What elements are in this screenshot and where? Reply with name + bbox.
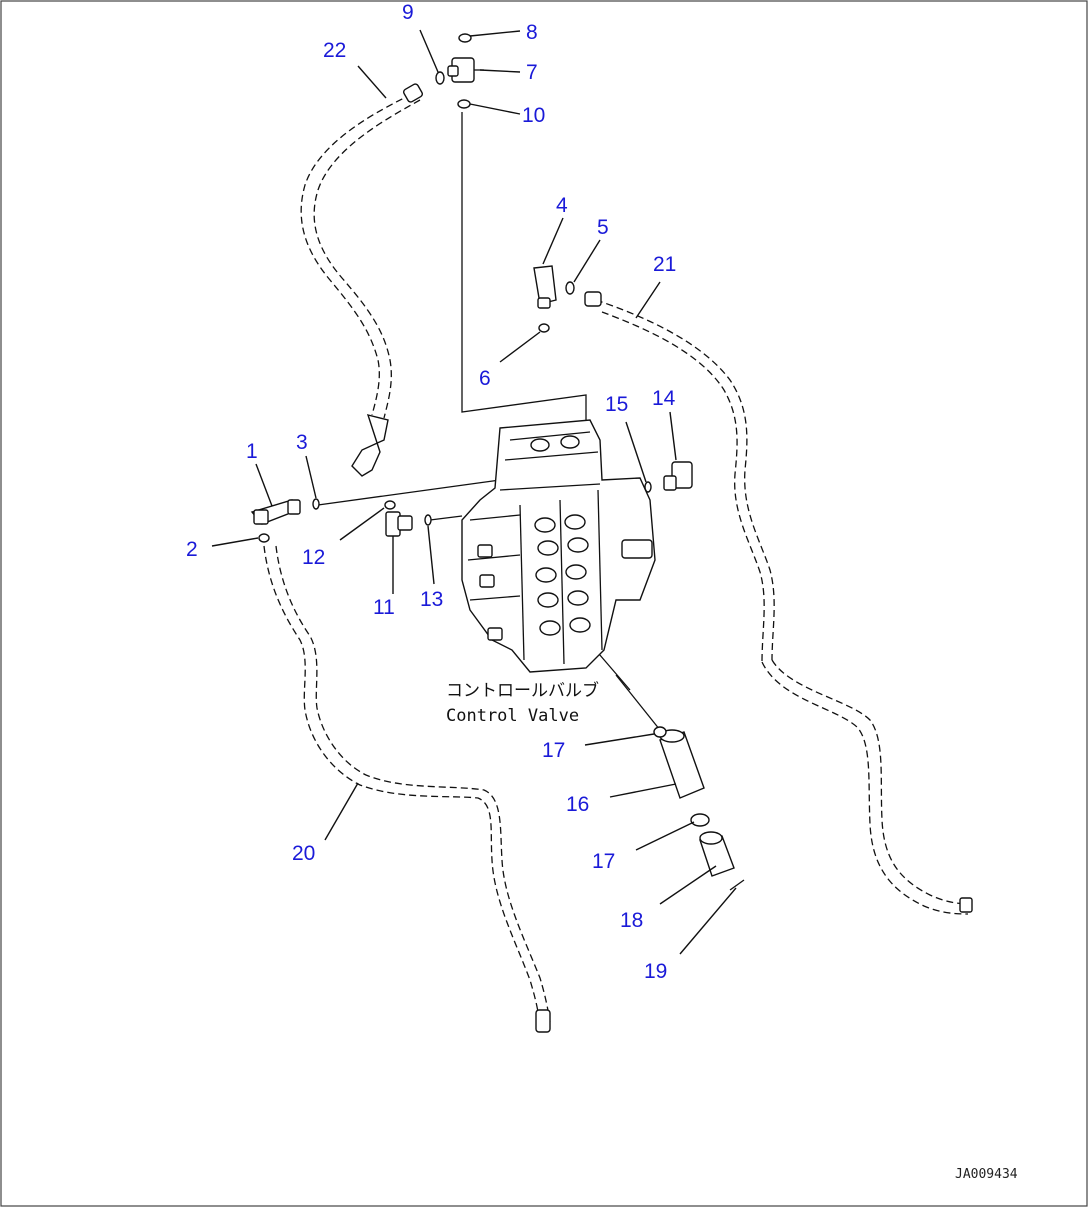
callout-8: 8 xyxy=(526,21,538,44)
part-16-pipe xyxy=(659,729,705,799)
part-19-pin xyxy=(729,879,745,891)
part-14-elbow xyxy=(663,461,693,491)
callout-2: 2 xyxy=(186,538,198,561)
callout-6: 6 xyxy=(479,367,491,390)
callout-13: 13 xyxy=(420,588,443,611)
callout-5: 5 xyxy=(597,216,609,239)
part-17a-oring xyxy=(653,726,667,738)
callout-15: 15 xyxy=(605,393,628,416)
callout-11: 11 xyxy=(373,596,395,619)
hose-22 xyxy=(300,83,424,477)
callout-4: 4 xyxy=(556,194,568,217)
callout-leaders xyxy=(211,29,737,955)
part-11-connector xyxy=(385,511,413,537)
callout-16: 16 xyxy=(566,793,589,816)
control-valve xyxy=(461,419,656,673)
part-10-oring xyxy=(457,99,471,109)
callout-19: 19 xyxy=(644,960,667,983)
callout-22: 22 xyxy=(323,39,346,62)
part-17b-oring xyxy=(690,813,710,827)
hose-20 xyxy=(263,545,551,1033)
part-3-oring xyxy=(312,498,320,510)
part-9-oring xyxy=(435,71,445,85)
callout-18: 18 xyxy=(620,909,643,932)
callout-14: 14 xyxy=(652,387,676,410)
part-5-oring xyxy=(565,281,575,295)
callout-12: 12 xyxy=(302,546,325,569)
hose-21 xyxy=(584,291,973,915)
part-6-oring xyxy=(538,323,550,333)
callout-7: 7 xyxy=(526,61,538,84)
callout-20: 20 xyxy=(292,842,315,865)
valve-label-jp: コントロールバルブ xyxy=(446,680,599,701)
part-15-oring xyxy=(644,481,652,493)
callout-17b: 17 xyxy=(592,850,615,873)
part-7-elbow xyxy=(447,57,484,83)
part-1-elbow xyxy=(250,499,301,525)
part-8-oring xyxy=(458,33,472,43)
callout-21: 21 xyxy=(653,253,676,276)
part-12-oring xyxy=(384,500,396,510)
callout-17a: 17 xyxy=(542,739,565,762)
callout-9: 9 xyxy=(402,1,414,24)
callout-3: 3 xyxy=(296,431,308,454)
valve-label-en: Control Valve xyxy=(446,706,579,726)
part-4-elbow xyxy=(533,265,557,309)
callout-labels: 1 2 3 4 5 6 7 8 9 10 11 12 13 14 15 16 1… xyxy=(186,1,676,983)
drawing-id: JA009434 xyxy=(955,1167,1018,1182)
part-18-elbow xyxy=(699,831,735,877)
callout-10: 10 xyxy=(522,104,545,127)
part-2-oring xyxy=(258,533,270,543)
part-13-oring xyxy=(424,514,432,526)
callout-1: 1 xyxy=(246,440,258,463)
